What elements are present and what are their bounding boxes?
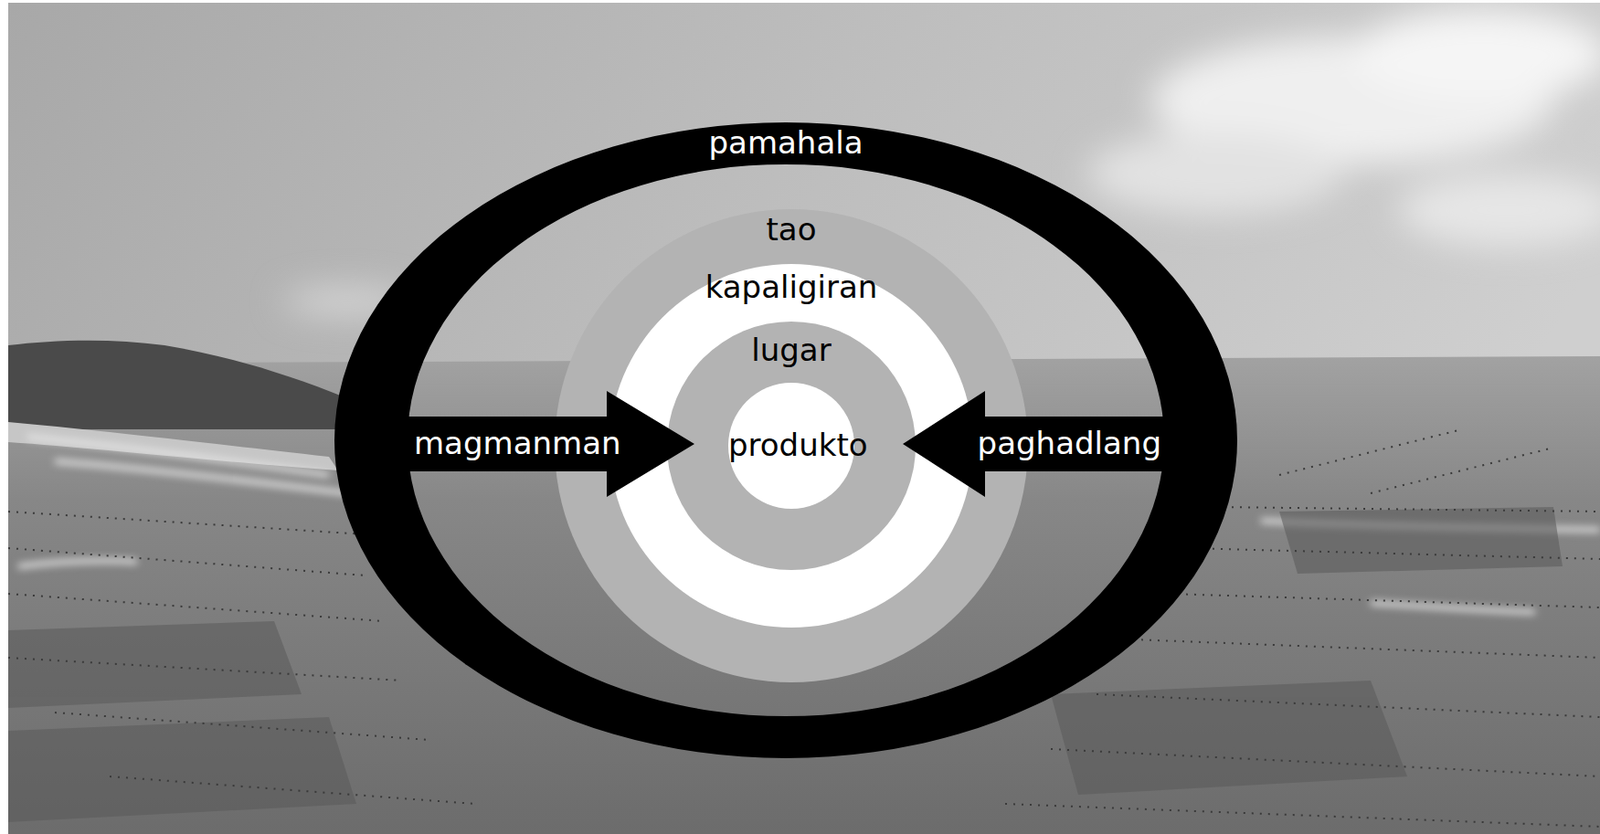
hill bbox=[8, 340, 348, 430]
center-circle: produkto bbox=[728, 382, 855, 509]
ring-label: lugar bbox=[751, 332, 831, 369]
text-slot: magmanman bbox=[408, 425, 695, 462]
arrow-label: paghadlang bbox=[977, 425, 1162, 462]
text-slot: kapaligiran bbox=[609, 269, 974, 306]
text-slot: produkto bbox=[728, 427, 855, 464]
ring-label: tao bbox=[766, 211, 817, 248]
arrow-shape: paghadlang bbox=[902, 391, 1166, 498]
ring-band: lugar produkto bbox=[667, 321, 916, 571]
text-slot: tao bbox=[554, 211, 1028, 248]
arrow-label: magmanman bbox=[413, 425, 622, 462]
text-slot: paghadlang bbox=[902, 425, 1166, 462]
ring-label: pamahala bbox=[708, 125, 863, 161]
sky bbox=[8, 2, 1600, 834]
ring-label: produkto bbox=[728, 427, 869, 464]
arrow bbox=[397, 391, 695, 498]
arrow-shape: magmanman bbox=[408, 391, 695, 498]
arrow bbox=[902, 391, 1177, 498]
outer-ellipse-ring: pamahala tao kapaligiran lugar produkto magma… bbox=[334, 122, 1238, 759]
text-slot: lugar bbox=[667, 332, 916, 369]
text-slot: pamahala bbox=[334, 125, 1238, 161]
ellipse-ring bbox=[334, 122, 1238, 759]
ring-label: kapaligiran bbox=[705, 269, 879, 306]
disc bbox=[667, 321, 916, 571]
